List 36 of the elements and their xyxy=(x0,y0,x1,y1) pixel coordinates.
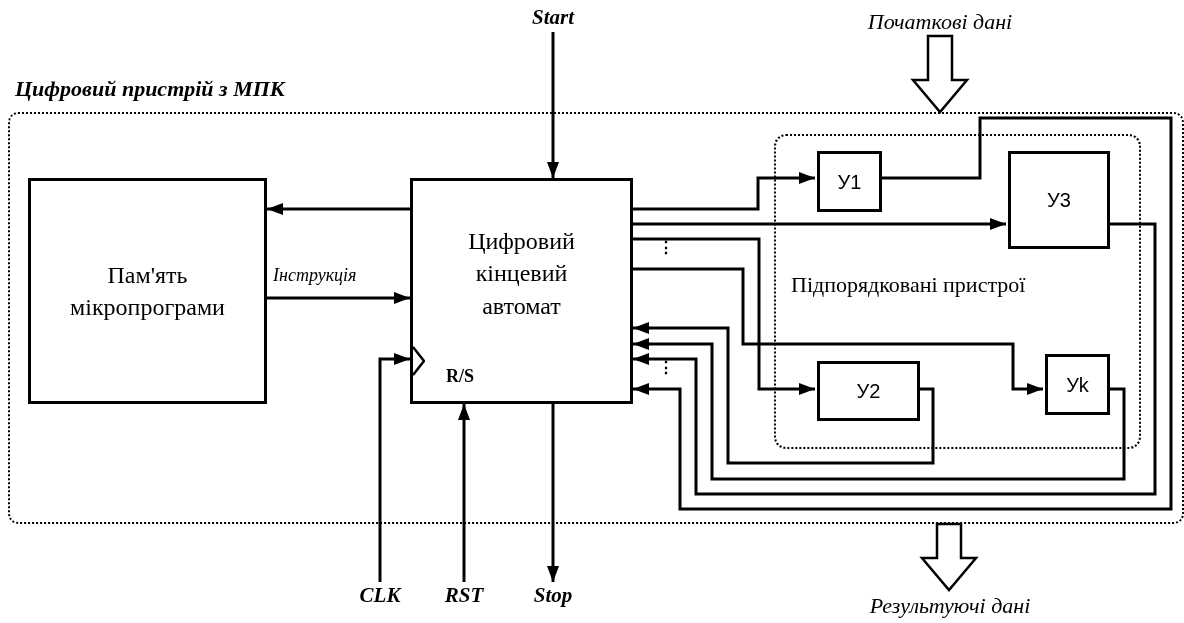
arrow xyxy=(547,404,559,582)
arrow xyxy=(267,203,410,215)
edge-label: Інструкція xyxy=(272,266,358,284)
arrow xyxy=(633,322,935,465)
signal-label: CLK xyxy=(348,582,412,610)
signal-label: Stop xyxy=(521,582,585,610)
device-block: У1 xyxy=(817,151,882,212)
data-label: Початкові дані xyxy=(840,6,1040,36)
arrow xyxy=(633,172,815,211)
arrow xyxy=(378,353,410,582)
memory-block: Пам'ять мікропрограми xyxy=(28,178,267,404)
signal-label: Start xyxy=(518,4,588,32)
group-label: Підпорядковані пристрої xyxy=(791,274,1026,296)
ellipsis-mark: ⋮ xyxy=(658,360,674,376)
block-title: Цифровий кінцевий автомат xyxy=(467,227,576,321)
data-label: Результуючі дані xyxy=(840,590,1060,620)
arrow xyxy=(267,292,410,304)
device-block: У2 xyxy=(817,361,920,421)
block-arrow xyxy=(910,34,970,114)
arrow xyxy=(633,267,1043,395)
arrow xyxy=(633,338,1126,481)
block-arrow xyxy=(919,522,979,592)
device-block: Уk xyxy=(1045,354,1110,415)
ellipsis-mark: ⋮ xyxy=(658,240,674,256)
arrow xyxy=(547,32,559,178)
arrow xyxy=(458,404,470,582)
group-heading: Цифровий пристрій з МПК xyxy=(15,78,285,100)
arrow xyxy=(633,218,1006,230)
device-block: У3 xyxy=(1008,151,1110,249)
arrow xyxy=(633,222,1157,496)
dotted-group-boundary xyxy=(774,134,1141,449)
state-machine-block xyxy=(410,178,633,404)
arrow xyxy=(633,116,1173,511)
signal-label: RST xyxy=(432,582,496,610)
arrow xyxy=(633,237,815,395)
port-label: R/S xyxy=(446,367,474,385)
